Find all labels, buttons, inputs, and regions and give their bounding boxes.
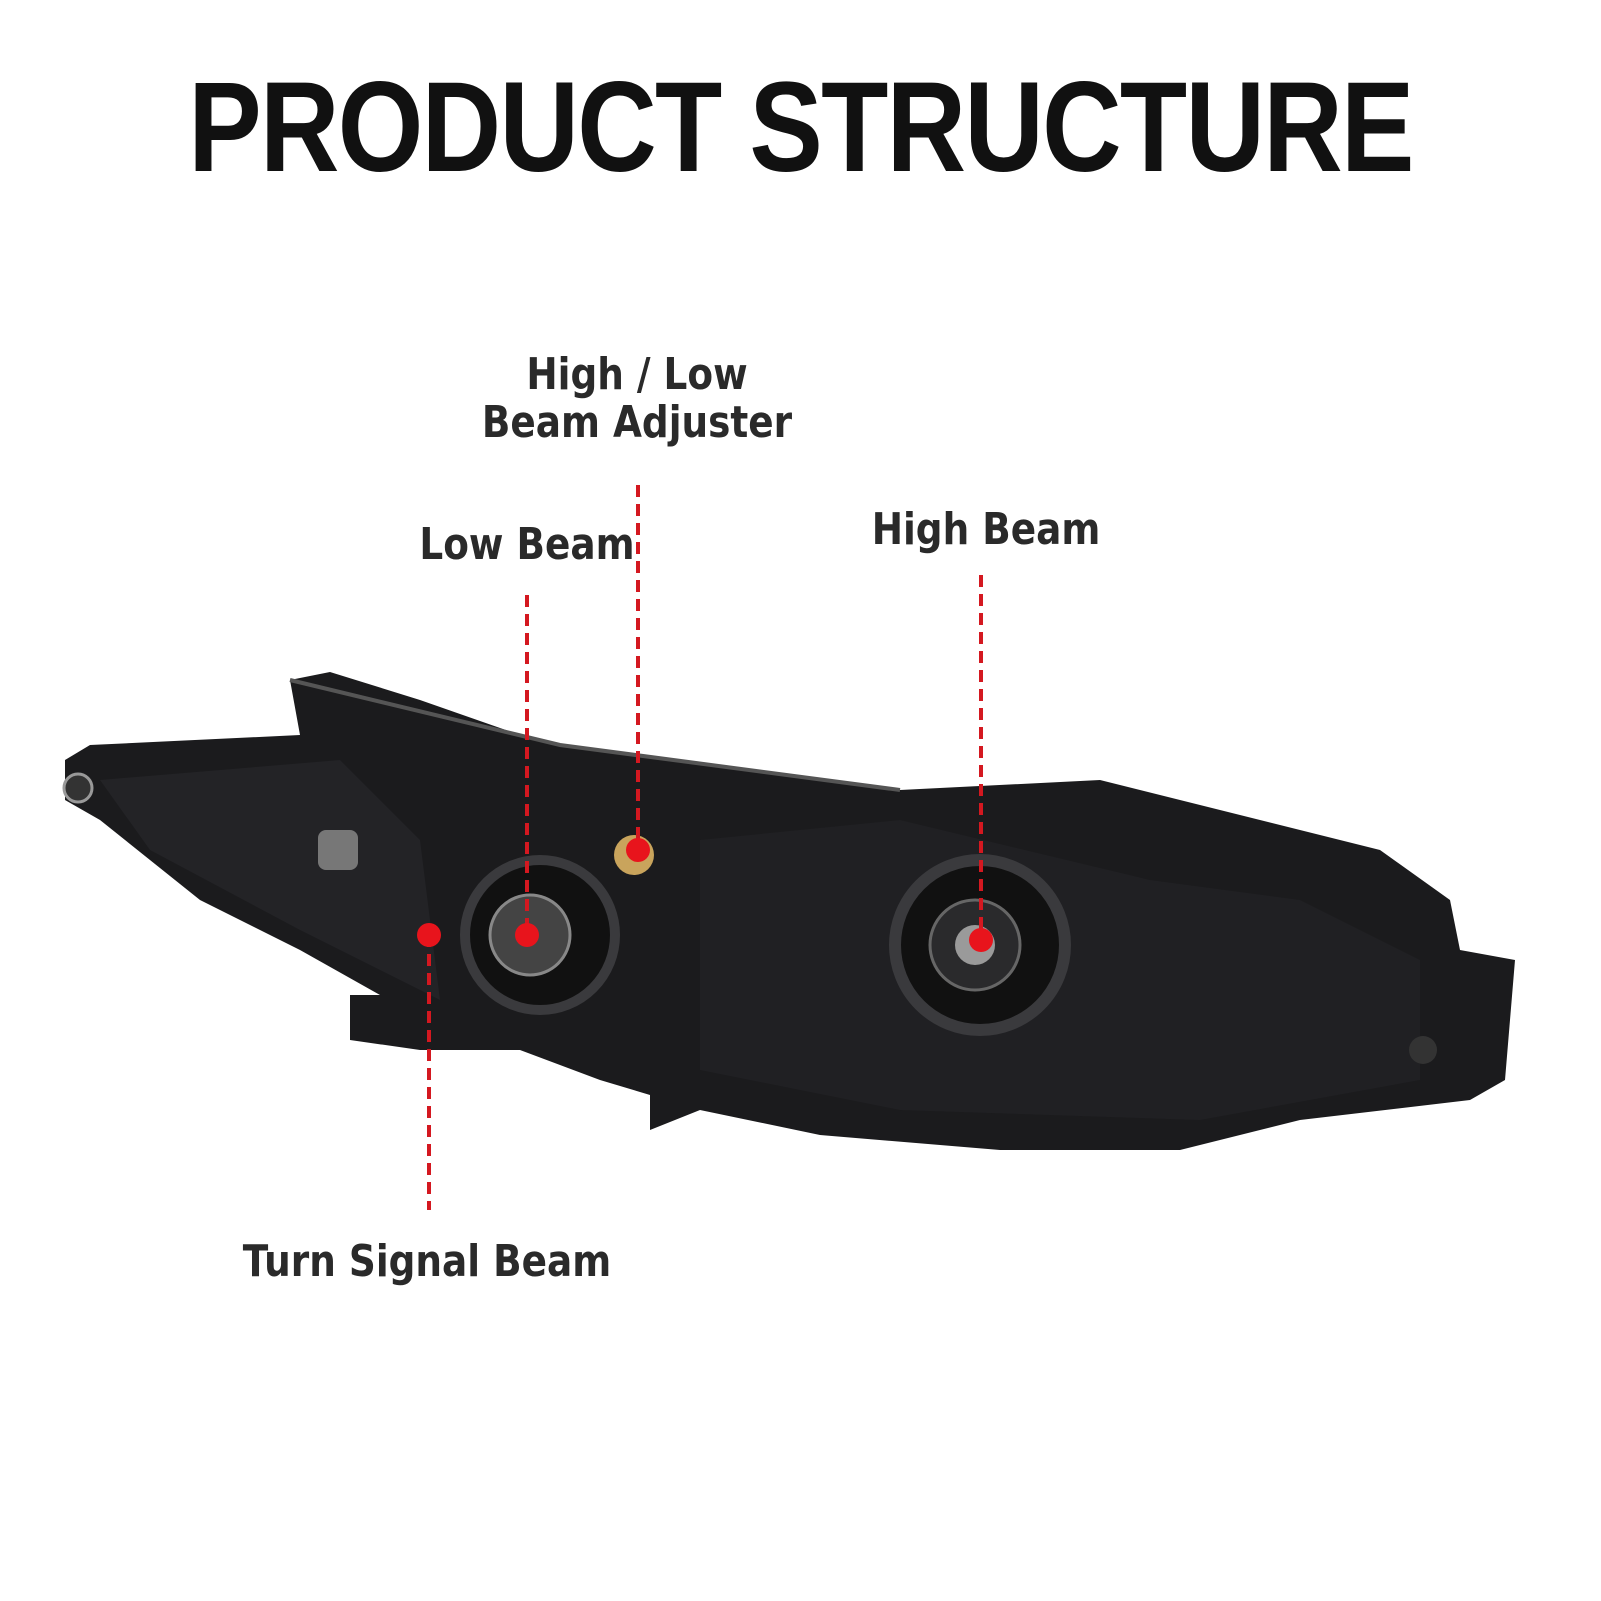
high-beam-marker-dot: [969, 928, 993, 952]
low-beam-marker-dot: [515, 923, 539, 947]
turn-signal-marker-dot: [417, 923, 441, 947]
callout-lines: [427, 485, 983, 1210]
page-title: PRODUCT STRUCTURE: [188, 56, 1414, 199]
high-beam-label: High Beam: [871, 504, 1101, 555]
adjuster-marker-dot: [626, 838, 650, 862]
low-beam-label: Low Beam: [419, 519, 635, 570]
adjuster-label-line2: Beam Adjuster: [481, 397, 793, 448]
headlamp-housing: [62, 672, 1515, 1150]
turn-signal-label: Turn Signal Beam: [242, 1236, 612, 1287]
adjuster-label-line1: High / Low: [526, 349, 748, 400]
